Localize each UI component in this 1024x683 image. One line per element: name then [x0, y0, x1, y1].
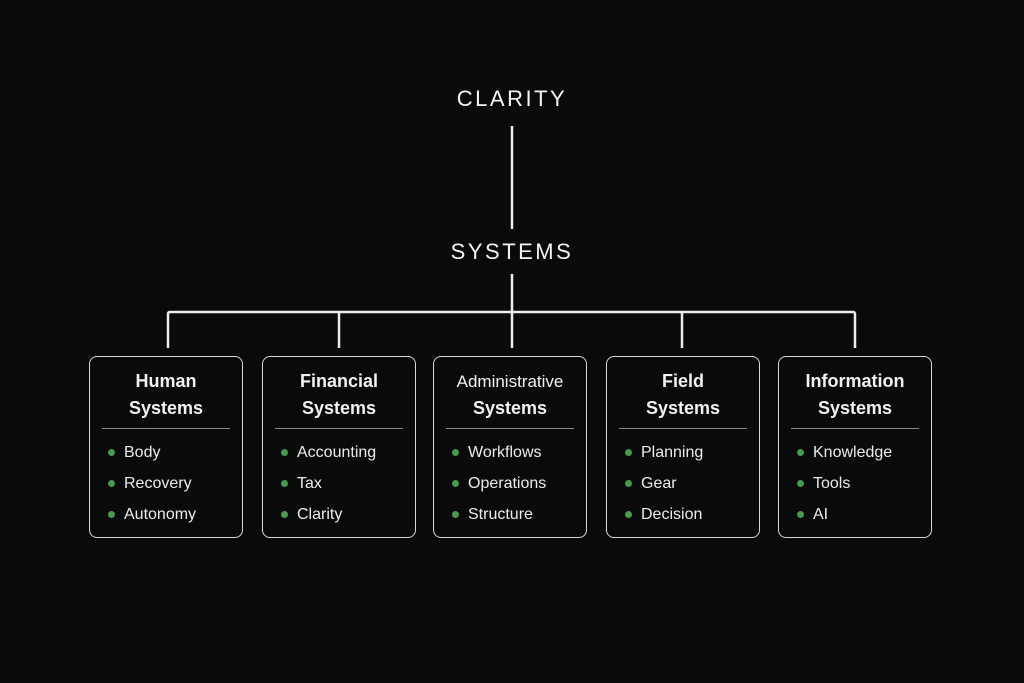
item-label: Recovery [124, 475, 192, 492]
bullet-icon [281, 511, 288, 518]
list-item: Tools [797, 468, 931, 499]
list-item: Operations [452, 468, 586, 499]
item-label: Body [124, 444, 161, 461]
item-label: AI [813, 506, 829, 523]
divider [446, 428, 574, 429]
list-item: AI [797, 499, 931, 530]
category-title: Human Systems [90, 368, 242, 422]
list-item: Knowledge [797, 437, 931, 468]
bullet-icon [452, 511, 459, 518]
item-label: Decision [641, 506, 703, 523]
item-label: Planning [641, 444, 704, 461]
bullet-icon [281, 449, 288, 456]
category-box-field: Field Systems Planning Gear Decision [606, 356, 760, 538]
bullet-icon [625, 511, 632, 518]
list-item: Body [108, 437, 242, 468]
bullet-icon [452, 480, 459, 487]
divider [791, 428, 919, 429]
bullet-icon [797, 511, 804, 518]
category-box-financial: Financial Systems Accounting Tax Clarity [262, 356, 416, 538]
category-title-line1: Administrative [456, 372, 564, 391]
category-title-line1: Field [661, 371, 704, 391]
item-label: Autonomy [124, 506, 197, 523]
item-label: Knowledge [813, 444, 893, 461]
bullet-icon [625, 480, 632, 487]
category-title-line2: Systems [472, 398, 548, 418]
list-item: Gear [625, 468, 759, 499]
bullet-icon [452, 449, 459, 456]
category-title: Financial Systems [263, 368, 415, 422]
item-label: Accounting [297, 444, 377, 461]
category-title: Information Systems [779, 368, 931, 422]
item-label: Structure [468, 506, 533, 523]
category-title: Administrative Systems [434, 368, 586, 422]
list-item: Tax [281, 468, 415, 499]
item-list: Knowledge Tools AI [779, 437, 931, 530]
category-title-line1: Information [805, 371, 905, 391]
item-label: Gear [641, 475, 677, 492]
category-title-line1: Financial [299, 371, 379, 391]
list-item: Autonomy [108, 499, 242, 530]
item-label: Operations [468, 475, 547, 492]
category-box-human: Human Systems Body Recovery Autonomy [89, 356, 243, 538]
root-node-clarity: CLARITY [456, 86, 568, 111]
category-title-line2: Systems [301, 398, 377, 418]
list-item: Workflows [452, 437, 586, 468]
item-list: Body Recovery Autonomy [90, 437, 242, 530]
category-title-line2: Systems [645, 398, 721, 418]
bullet-icon [108, 449, 115, 456]
category-title-line1: Human [135, 371, 197, 391]
bullet-icon [625, 449, 632, 456]
list-item: Structure [452, 499, 586, 530]
item-list: Accounting Tax Clarity [263, 437, 415, 530]
list-item: Recovery [108, 468, 242, 499]
bullet-icon [108, 480, 115, 487]
bullet-icon [797, 449, 804, 456]
category-title-line2: Systems [817, 398, 893, 418]
category-box-information: Information Systems Knowledge Tools AI [778, 356, 932, 538]
item-label: Workflows [468, 444, 542, 461]
list-item: Decision [625, 499, 759, 530]
divider [619, 428, 747, 429]
item-list: Planning Gear Decision [607, 437, 759, 530]
divider [275, 428, 403, 429]
bullet-icon [281, 480, 288, 487]
divider [102, 428, 230, 429]
item-label: Clarity [297, 506, 343, 523]
list-item: Accounting [281, 437, 415, 468]
bullet-icon [108, 511, 115, 518]
category-title-line2: Systems [128, 398, 204, 418]
bullet-icon [797, 480, 804, 487]
item-label: Tax [297, 475, 322, 492]
item-label: Tools [813, 475, 851, 492]
list-item: Planning [625, 437, 759, 468]
list-item: Clarity [281, 499, 415, 530]
item-list: Workflows Operations Structure [434, 437, 586, 530]
category-box-administrative: Administrative Systems Workflows Operati… [433, 356, 587, 538]
category-title: Field Systems [607, 368, 759, 422]
hub-node-systems: SYSTEMS [450, 239, 574, 264]
